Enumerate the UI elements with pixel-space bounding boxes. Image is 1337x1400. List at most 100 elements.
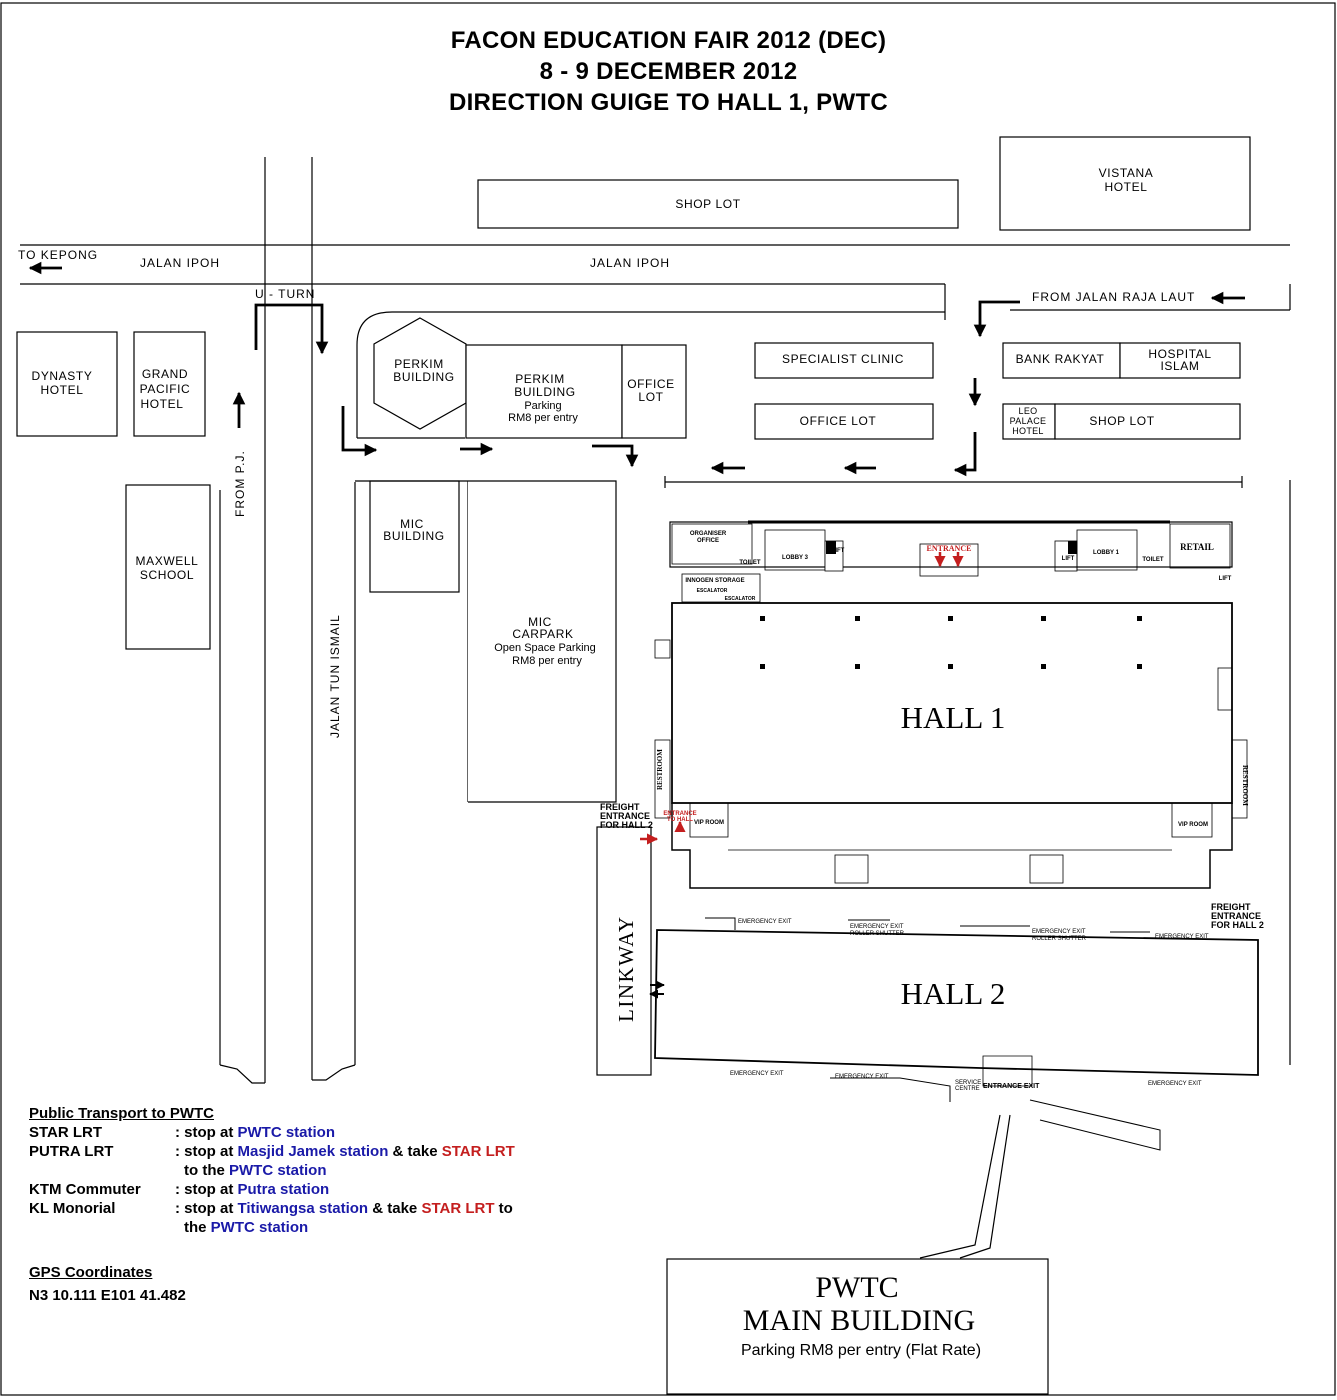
putra-mid: & take [388, 1143, 442, 1160]
vistana-hotel [999, 136, 1251, 231]
ktm-pre: : stop at [175, 1181, 238, 1198]
hospital-islam [1119, 342, 1241, 379]
retail-label: RETAIL [1180, 542, 1214, 552]
office-lot-2-label: OFFICE LOT [800, 414, 877, 428]
buildings [16, 136, 1251, 1395]
service-road-arrow-3 [953, 432, 977, 477]
mic-label-1: MIC [400, 517, 424, 531]
freight-right-3: FOR HALL 2 [1211, 920, 1264, 930]
mic-cp-label-2: CARPARK [512, 627, 573, 641]
route-arrows [28, 261, 1245, 999]
hall-1-entrance-label: ENTRANCE [927, 544, 972, 553]
grand-pacific-hotel [133, 331, 206, 437]
linkway [596, 826, 652, 1076]
perkim-park-label-4: RM8 per entry [508, 412, 578, 424]
perkim-park-label-1: PERKIM [515, 372, 565, 386]
perkim-building-parking [465, 344, 623, 439]
vip-room-label-2: VIP ROOM [1178, 822, 1208, 828]
pwtc-label-1: PWTC [815, 1271, 898, 1304]
toilet-label: TOILET [739, 560, 761, 566]
dynasty-label-2: HOTEL [40, 383, 83, 397]
freight-labels: FREIGHT ENTRANCE FOR HALL 2 FREIGHT ENTR… [600, 802, 1264, 930]
from-pj-label: FROM P.J. [233, 450, 247, 517]
from-raja-laut-label: FROM JALAN RAJA LAUT [1032, 290, 1195, 304]
roller-shutter-1: ROLLER SHUTTER [850, 931, 905, 937]
putra-line: STAR LRT [441, 1143, 515, 1160]
pwtc-label-2: MAIN BUILDING [743, 1304, 975, 1337]
freight-left-1: FREIGHT [600, 802, 640, 812]
putra-station: Masjid Jamek station [237, 1143, 389, 1160]
mic-building [369, 480, 460, 593]
mic-cp-label-1: MIC [528, 615, 552, 629]
u-turn-arrow [254, 303, 329, 355]
bank-rakyat [1002, 342, 1121, 379]
perkim-site-edge [356, 311, 945, 346]
linkway-label: LINKWAY [614, 915, 638, 1022]
grand-label-1: GRAND [142, 367, 188, 381]
pwtc-main-building [666, 1258, 1049, 1395]
emergency-exit-2: EMERGENCY EXIT [850, 924, 904, 930]
dynasty-hotel [16, 331, 118, 437]
hospital-label-2: ISLAM [1160, 359, 1199, 373]
building-labels: SHOP LOT VISTANA HOTEL DYNASTY HOTEL GRA… [32, 166, 1211, 667]
mono-sub-pre: the [184, 1219, 211, 1236]
pwtc-label-3: Parking RM8 per entry (Flat Rate) [741, 1342, 981, 1359]
leo-label-3: HOTEL [1012, 426, 1044, 436]
jalan-tun-ismail-label: JALAN TUN ISMAIL [328, 614, 342, 738]
hall-2-exit-labels: EMERGENCY EXIT EMERGENCY EXIT ROLLER SHU… [730, 919, 1209, 1092]
grand-label-2: PACIFIC [140, 382, 191, 396]
mono-pre: : stop at [175, 1200, 238, 1217]
shop-lot-top-label: SHOP LOT [675, 197, 740, 211]
freight-right-2: ENTRANCE [1211, 911, 1261, 921]
lift-label-3: LIFT [1062, 556, 1075, 562]
leo-palace-hotel [1002, 403, 1056, 440]
to-kepong-label: TO KEPONG [18, 248, 98, 262]
entrance-to-hall-label-2: TO HALL [667, 817, 693, 823]
mono-station: Titiwangsa station [237, 1200, 369, 1217]
grand-label-3: HOTEL [140, 397, 183, 411]
jalan-ipoh-label-1: JALAN IPOH [140, 256, 220, 270]
organiser-label-2: OFFICE [697, 538, 719, 544]
title-line-2: 8 - 9 DECEMBER 2012 [539, 58, 798, 85]
freight-right-1: FREIGHT [1211, 902, 1251, 912]
leo-label-1: LEO [1019, 406, 1038, 416]
transport-heading: Public Transport to PWTC [29, 1105, 215, 1122]
lobby-1-label: LOBBY 1 [1093, 550, 1120, 556]
mono-mid: & take [368, 1200, 422, 1217]
perkim-route-arrow-3 [592, 444, 639, 468]
office-lot-1 [621, 344, 687, 439]
mono-line: STAR LRT [421, 1200, 495, 1217]
star-mode: STAR LRT [29, 1124, 103, 1141]
perkim-route-arrow-1 [341, 406, 378, 457]
dynasty-label-1: DYNASTY [32, 369, 93, 383]
vistana-label-2: HOTEL [1104, 180, 1147, 194]
mic-cp-label-3: Open Space Parking [494, 642, 596, 654]
hospital-label-1: HOSPITAL [1148, 347, 1211, 361]
transport-row-putra: PUTRA LRT : stop at Masjid Jamek station… [29, 1142, 649, 1161]
transport-row-putra-sub: to the PWTC station [29, 1161, 649, 1180]
perkim-hex-label-1: PERKIM [394, 357, 444, 371]
escalator-label: ESCALATOR [697, 588, 728, 594]
escalator-label-2: ESCALATOR [725, 596, 756, 602]
transport-row-monorail: KL Monorial : stop at Titiwangsa station… [29, 1199, 649, 1218]
mic-cp-label-4: RM8 per entry [512, 655, 582, 667]
hall-1-label: HALL 1 [901, 700, 1006, 735]
leo-label-2: PALACE [1010, 416, 1047, 426]
hall-1-plan [654, 520, 1248, 889]
hall-1-room-labels: ORGANISER OFFICE LOBBY 3 LOBBY 1 TOILET … [685, 531, 1231, 828]
transport-row-ktm: KTM Commuter : stop at Putra station [29, 1180, 649, 1199]
freight-left-2: ENTRANCE [600, 811, 650, 821]
raja-laut-turn-arrow [973, 300, 1020, 338]
star-station: PWTC station [237, 1124, 336, 1141]
organiser-label-1: ORGANISER [690, 531, 727, 537]
restroom-left-label: RESTROOM [656, 749, 664, 790]
transport-row-monorail-sub: the PWTC station [29, 1218, 649, 1237]
perkim-park-label-2: BUILDING [514, 385, 575, 399]
perkim-park-label-3: Parking [524, 400, 561, 412]
public-transport-info: Public Transport to PWTC STAR LRT : stop… [29, 1104, 649, 1305]
service-centre-2: CENTRE [955, 1086, 980, 1092]
emergency-exit-6: EMERGENCY EXIT [835, 1074, 889, 1080]
putra-sub-station: PWTC station [229, 1162, 327, 1179]
jalan-ipoh-label-2: JALAN IPOH [590, 256, 670, 270]
